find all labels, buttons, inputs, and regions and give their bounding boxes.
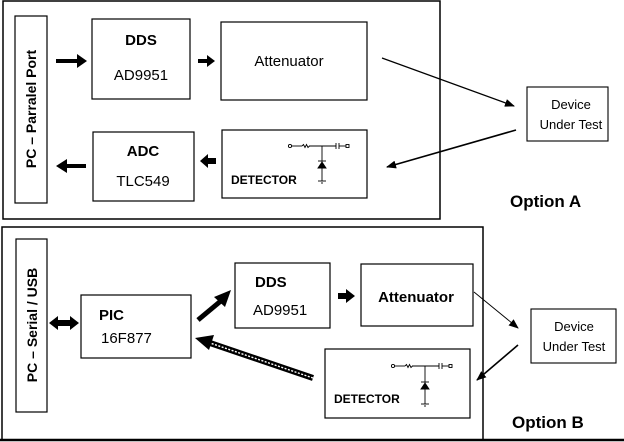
- dut-line2: Under Test: [543, 339, 606, 354]
- dds-title: DDS: [125, 32, 157, 49]
- pc-parallel-port-block: PC – Parralel Port: [14, 15, 48, 204]
- dut-line2: Under Test: [540, 117, 603, 132]
- dds-block-b: DDS AD9951: [234, 262, 331, 329]
- diode-detector-schematic-icon: [287, 143, 350, 184]
- arrow-dds-to-attenuator: [198, 55, 215, 67]
- arrow-pc-to-dds: [56, 54, 87, 68]
- arrow-pic-to-dds: [196, 290, 231, 322]
- detector-label: DETECTOR: [231, 173, 297, 187]
- adc-block: ADC TLC549: [92, 131, 195, 202]
- attenuator-label: Attenuator: [378, 289, 454, 306]
- detector-label: DETECTOR: [334, 392, 400, 406]
- detector-block-a: DETECTOR: [221, 129, 368, 199]
- option-b-group: PC – Serial / USB PIC 16F877 DDS AD9951 …: [0, 226, 624, 442]
- arrow-adc-to-pc: [56, 159, 86, 173]
- option-a-frame: [2, 0, 441, 220]
- option-a-group: PC – Parralel Port DDS AD9951 Attenuator…: [2, 0, 609, 220]
- pic-part: 16F877: [101, 330, 152, 347]
- arrow-detector-to-pic: [195, 335, 314, 381]
- pc-serial-usb-label: PC – Serial / USB: [24, 268, 40, 382]
- attenuator-label: Attenuator: [254, 53, 323, 70]
- arrow-dut-to-detector-a: [386, 129, 517, 169]
- dut-line1: Device: [551, 97, 591, 112]
- arrow-detector-to-adc: [200, 154, 216, 168]
- arrow-attenuator-to-dut-b: [473, 291, 519, 329]
- adc-part: TLC549: [116, 173, 169, 190]
- dds-part: AD9951: [114, 67, 168, 84]
- dds-title: DDS: [255, 274, 287, 291]
- pc-parallel-port-label: PC – Parralel Port: [23, 50, 39, 169]
- dds-part: AD9951: [253, 302, 307, 319]
- device-under-test-a: Device Under Test: [526, 86, 609, 142]
- adc-title: ADC: [127, 143, 160, 160]
- arrow-pc-pic-bidirectional: [49, 316, 79, 330]
- attenuator-block-a: Attenuator: [220, 21, 368, 101]
- attenuator-block-b: Attenuator: [360, 263, 474, 327]
- device-under-test-b: Device Under Test: [530, 308, 617, 364]
- pc-serial-usb-block: PC – Serial / USB: [15, 238, 48, 413]
- arrow-attenuator-to-dut-a: [381, 57, 515, 107]
- dds-block-a: DDS AD9951: [91, 18, 191, 100]
- pic-block: PIC 16F877: [80, 294, 192, 359]
- detector-block-b: DETECTOR: [324, 348, 471, 419]
- dut-line1: Device: [554, 319, 594, 334]
- option-b-title: Option B: [512, 413, 584, 432]
- arrow-dut-to-detector-b: [476, 344, 519, 381]
- arrow-dds-to-attenuator-b: [338, 289, 355, 303]
- diode-detector-schematic-icon: [390, 363, 453, 407]
- option-a-title: Option A: [510, 192, 581, 211]
- pic-title: PIC: [99, 307, 124, 324]
